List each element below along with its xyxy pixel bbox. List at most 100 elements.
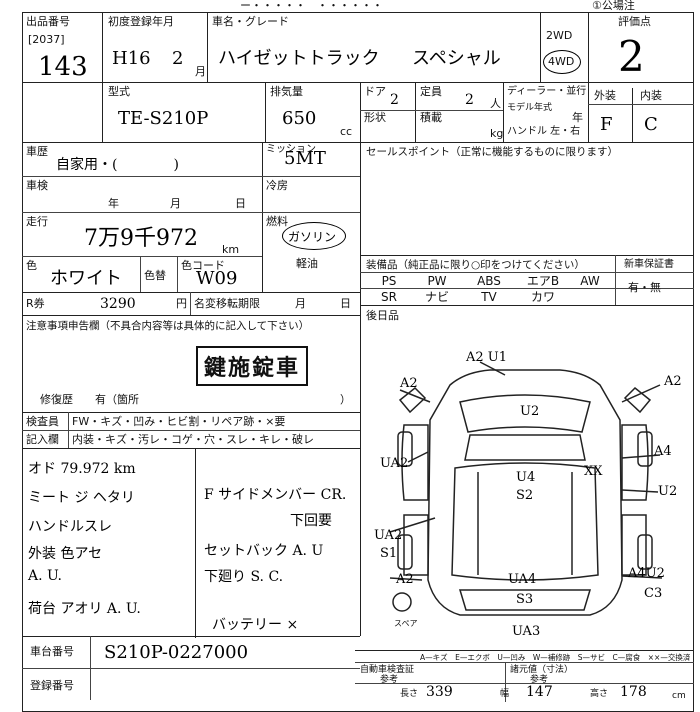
name-label: 車名・グレード (212, 15, 289, 28)
car-diagram (389, 361, 663, 616)
pointer-a2-right (621, 384, 661, 403)
equip-row2-line (360, 288, 694, 289)
disp-col-line (265, 82, 266, 142)
notes-row-line (22, 315, 360, 316)
color-code: W09 (196, 268, 238, 289)
inspection-day: 日 (235, 197, 246, 210)
check-label-line (68, 412, 69, 448)
mark-ua4: UA4 (508, 572, 537, 587)
lot-col-line (102, 12, 103, 142)
check-row-exterior: FW・キズ・凹み・ヒビ割・リペア跡・×要 (72, 415, 286, 428)
fuel-diesel: 軽油 (296, 257, 318, 270)
equip-row1-line (360, 272, 694, 273)
reg-col-line (207, 12, 208, 82)
recycle-label: R券 (26, 297, 45, 310)
first-reg-month: 2 (172, 48, 184, 69)
dims-mid-line (355, 683, 694, 684)
equip-pw: PW (427, 274, 447, 288)
color-label: 色 (26, 259, 37, 272)
fuel-gas-circle (282, 222, 346, 250)
spare-tire (392, 592, 412, 612)
km-unit: km (222, 243, 240, 256)
car-door-right (621, 424, 649, 501)
transfer-month: 月 (295, 297, 306, 310)
color-code-line (177, 256, 178, 292)
yen-unit: 円 (176, 297, 187, 310)
repair-label: 修復歴 有（箇所 (40, 393, 139, 406)
reg-label: 登録番号 (30, 679, 74, 692)
pointer-a4u2 (621, 575, 663, 579)
mark-ua2-left: UA2 (380, 456, 409, 471)
pointer-ua2-s1 (389, 517, 436, 533)
check-row-line (22, 430, 360, 431)
dim-label-1: 自動車検査証 (360, 665, 415, 675)
equip-bottom-line (360, 305, 694, 306)
dim-sub-1: 参考 (380, 675, 399, 685)
color-change-line (140, 256, 141, 292)
transfer-day: 日 (340, 297, 351, 310)
legend: A—キズ E—エクボ U—凹み W—補修跡 S—サビ C—腐食 ××—交換済 (420, 653, 691, 662)
doors: 2 (390, 92, 399, 108)
color-row-line (22, 256, 262, 257)
cap-label: 定員 (420, 85, 442, 98)
cc-unit: cc (340, 125, 353, 138)
chassis-top-line (22, 636, 360, 637)
equip-ps: PS (381, 274, 397, 288)
rear-seat-label: 後日品 (366, 309, 399, 322)
grade-split-line (632, 88, 633, 142)
model-code: TE-S210P (118, 108, 209, 129)
mark-a2-left: A2 (400, 376, 418, 391)
fuel-label: 燃料 (266, 215, 288, 228)
car-bed (451, 462, 599, 581)
mark-s1: S1 (380, 546, 398, 561)
mark-ua3: UA3 (512, 624, 541, 639)
capacity: 2 (465, 92, 474, 108)
legend-top-line (355, 650, 694, 651)
equip-tv: TV (481, 290, 497, 304)
inspection-row-line (22, 176, 360, 177)
score-label: 評価点 (618, 15, 651, 28)
note-au: A. U. (28, 568, 62, 584)
ac-label: 冷房 (266, 179, 288, 192)
note-battery: バッテリー × (212, 617, 299, 633)
dim-sub-2: 参考 (530, 675, 549, 685)
equip-abs: ABS (477, 274, 501, 288)
mark-a4: A4 (654, 444, 672, 459)
lot-code: [2037] (28, 33, 65, 46)
note-bed: 荷台 アオリ A. U. (28, 601, 141, 617)
ext-grade: F (600, 114, 613, 135)
mark-a2u1: A2 U1 (466, 350, 508, 365)
equip-aw: AW (580, 274, 600, 288)
load-col-line (415, 82, 416, 142)
equip-label: 装備品（純正品に限り○印をつけてください） (366, 259, 585, 271)
site-mark: ①公場注 (592, 0, 635, 12)
pointer-ua2-left (407, 451, 429, 463)
check-bottom-line (22, 448, 360, 449)
spare-label: スペア (394, 619, 418, 628)
model-split-line (360, 110, 503, 111)
mark-u4: U4 (516, 470, 536, 485)
pointer-u2-right (621, 489, 659, 493)
lot-number: 143 (38, 52, 88, 82)
key-lock-stamp: 鍵施錠車 (196, 346, 309, 386)
equip-navi: ナビ (424, 290, 449, 304)
mark-s3: S3 (516, 592, 534, 607)
wheel-rear-right (637, 534, 653, 570)
pointer-a2-left (399, 389, 431, 403)
length-label: 長さ (400, 689, 419, 699)
ext-int-line (588, 104, 694, 105)
chassis-number: S210P-0227000 (104, 642, 249, 663)
mileage-label: 走行 (26, 215, 48, 228)
notes-bottom-line (22, 412, 360, 413)
equip-sr: SR (381, 290, 397, 304)
handle-label: ハンドル 左・右 (507, 126, 581, 137)
height-value: 178 (620, 684, 647, 700)
color-code-label: 色コード (181, 259, 225, 272)
int-label: 内装 (640, 89, 662, 102)
note-under-check: 下回要 (290, 513, 332, 529)
inspection-month: 月 (170, 197, 181, 210)
note-seat: ミート ジ ヘタリ (28, 490, 135, 506)
disp-label: 排気量 (270, 85, 303, 98)
dims-col-line (505, 662, 506, 702)
chassis-label-line (90, 636, 91, 700)
